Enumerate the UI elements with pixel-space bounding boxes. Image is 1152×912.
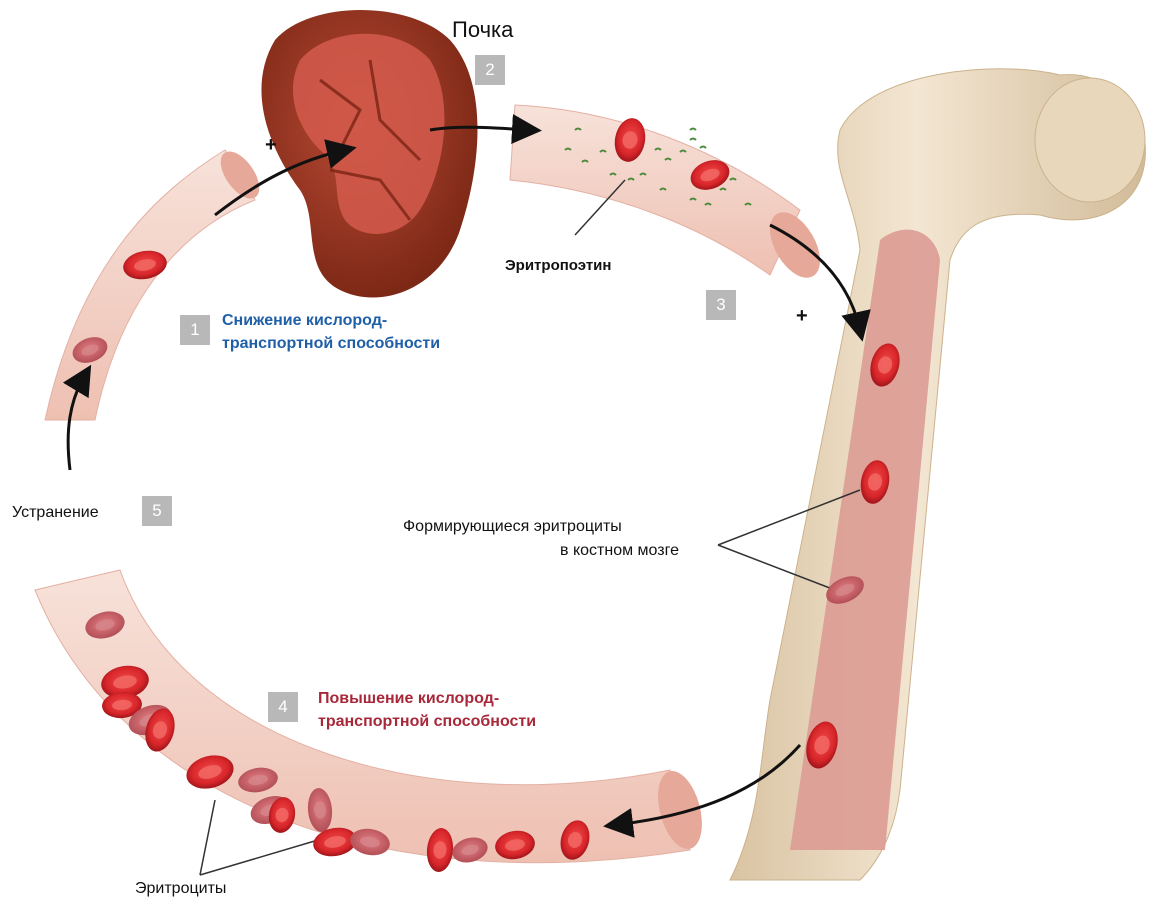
step4-label-line2: транспортной способности <box>318 713 536 731</box>
arrow-kidney-to-vessel <box>430 127 530 130</box>
forming-label-line2: в костном мозге <box>560 542 679 560</box>
rbc-pointer-line-2 <box>200 840 318 875</box>
step1-label-line2: транспортной способности <box>222 335 440 353</box>
epo-label: Эритропоэтин <box>505 257 611 274</box>
erythropoietin-particle-icon <box>690 129 696 131</box>
forming-label-line1: Формирующиеся эритроциты <box>403 518 622 536</box>
step4-label-line1: Повышение кислород- <box>318 690 499 708</box>
erythropoietin-particle-icon <box>690 139 696 141</box>
step-badge-2: 2 <box>475 55 505 85</box>
step1-label-line1: Снижение кислород- <box>222 312 387 330</box>
step-badge-5: 5 <box>142 496 172 526</box>
top-blood-vessel <box>510 105 800 275</box>
rbc-label: Эритроциты <box>135 880 226 898</box>
resolution-label: Устранение <box>12 504 99 522</box>
plus-sign-kidney: + <box>265 134 277 157</box>
step-badge-4: 4 <box>268 692 298 722</box>
step-badge-3: 3 <box>706 290 736 320</box>
kidney-label: Почка <box>452 17 513 43</box>
erythropoietin-particle-icon <box>700 147 706 149</box>
rbc-pointer-line-1 <box>200 800 215 875</box>
plus-sign-bone: + <box>796 305 808 328</box>
step-badge-1: 1 <box>180 315 210 345</box>
femur-head <box>1035 78 1145 202</box>
left-blood-vessel <box>45 150 255 420</box>
